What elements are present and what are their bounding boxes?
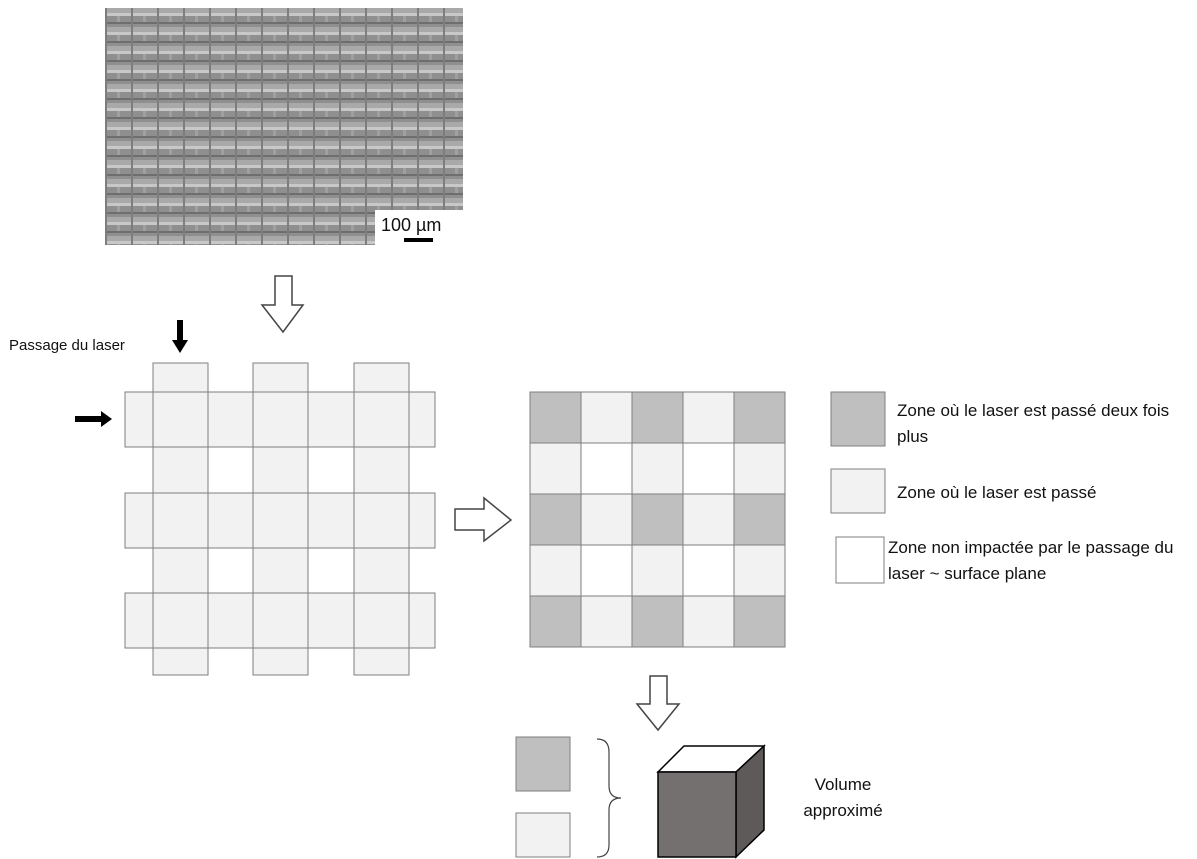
result-cell-double — [530, 596, 581, 647]
result-cell-double — [530, 392, 581, 443]
vertical-pass-band — [153, 363, 208, 675]
legend-swatch-none — [836, 537, 884, 583]
volume-label: Volume approximé — [788, 772, 898, 824]
result-cell-double — [734, 494, 785, 545]
right-arrow — [455, 498, 511, 541]
result-cell-double — [734, 596, 785, 647]
vertical-arrow-shaft — [177, 320, 183, 342]
down-arrow-1 — [262, 276, 303, 332]
result-cell-single — [683, 596, 734, 647]
micrograph-image — [105, 8, 463, 245]
result-cell-none — [683, 545, 734, 596]
horizontal-arrow-shaft — [75, 416, 103, 422]
legend-swatch-single — [831, 469, 885, 513]
result-cell-single — [683, 392, 734, 443]
result-grid — [530, 392, 785, 647]
volume-cube — [658, 746, 764, 857]
result-cell-none — [683, 443, 734, 494]
result-cell-double — [632, 392, 683, 443]
legend-text-none: Zone non impactée par le passage du lase… — [888, 535, 1188, 587]
result-cell-single — [734, 443, 785, 494]
cube-front-face — [658, 772, 736, 857]
vertical-arrow-head — [172, 340, 188, 353]
result-cell-none — [581, 443, 632, 494]
scale-bar-label: 100 µm — [381, 215, 441, 236]
result-cell-single — [581, 494, 632, 545]
bottom-swatch-single — [516, 813, 570, 857]
result-cell-single — [581, 596, 632, 647]
bottom-swatch-double — [516, 737, 570, 791]
result-cell-double — [734, 392, 785, 443]
laser-pass-grid — [125, 363, 435, 675]
laser-pass-label: Passage du laser — [9, 337, 125, 354]
result-cell-single — [632, 443, 683, 494]
legend-swatch-double — [831, 392, 885, 446]
vertical-pass-band — [253, 363, 308, 675]
result-cell-single — [632, 545, 683, 596]
result-cell-none — [581, 545, 632, 596]
result-cell-double — [632, 596, 683, 647]
result-cell-double — [632, 494, 683, 545]
result-cell-single — [581, 392, 632, 443]
micrograph-texture — [105, 8, 463, 245]
result-cell-single — [734, 545, 785, 596]
vertical-pass-band — [354, 363, 409, 675]
grouping-brace — [597, 739, 621, 857]
result-cell-single — [530, 443, 581, 494]
legend-text-double: Zone où le laser est passé deux fois plu… — [897, 398, 1192, 450]
legend-text-single: Zone où le laser est passé — [897, 480, 1192, 506]
result-cell-single — [530, 545, 581, 596]
horizontal-arrow-head — [101, 411, 112, 427]
down-arrow-2 — [637, 676, 679, 730]
result-cell-single — [683, 494, 734, 545]
result-cell-double — [530, 494, 581, 545]
